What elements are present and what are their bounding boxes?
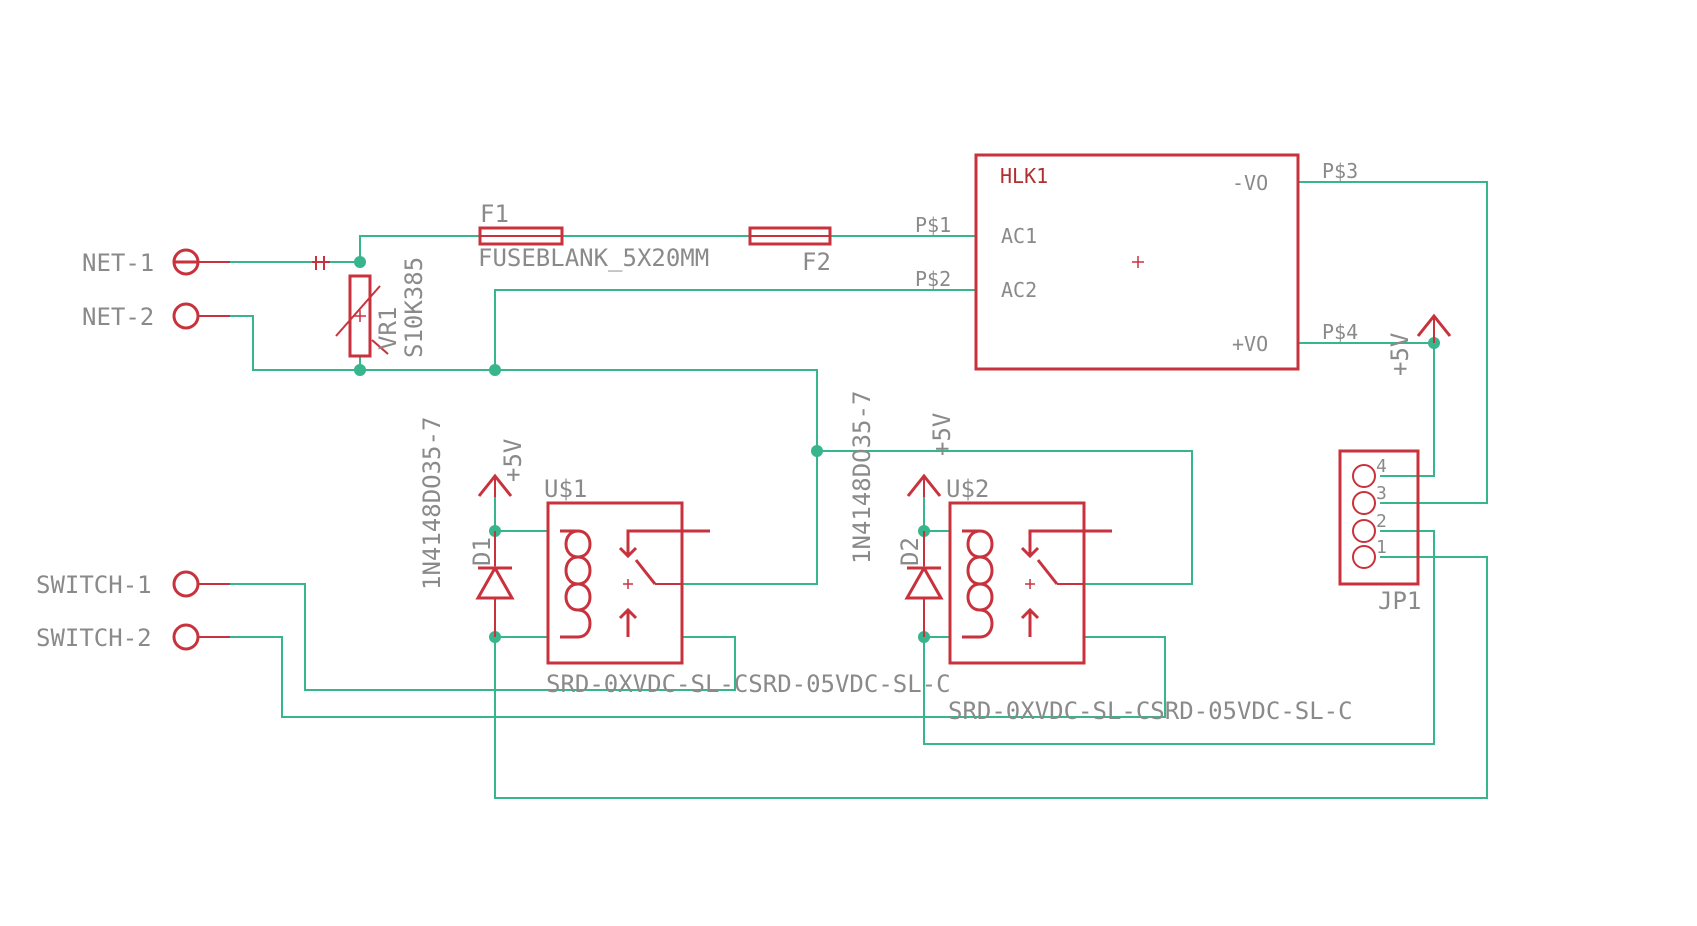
relay-name: U$1 xyxy=(544,475,587,503)
connector-net1[interactable]: NET-1 xyxy=(82,248,230,277)
fuse-name: F1 xyxy=(480,200,509,228)
wire-ac2 xyxy=(494,289,976,370)
wire-relay2-common xyxy=(817,450,1193,585)
header-pin xyxy=(1352,464,1376,488)
relay-value: SRD-0XVDC-SL-CSRD-05VDC-SL-C xyxy=(948,697,1353,725)
supply-5v-right: +5V xyxy=(1386,313,1452,376)
wire-d1-bottom xyxy=(494,604,548,638)
pad-p2: P$2 xyxy=(915,267,951,291)
terminal-circle xyxy=(172,570,200,598)
pad-p3: P$3 xyxy=(1322,159,1358,183)
supply-5v-d1: +5V xyxy=(477,439,527,497)
relay-armature xyxy=(1036,559,1059,585)
supply-5v-d2: +5V xyxy=(906,413,956,497)
header-pin-number: 4 xyxy=(1376,456,1387,477)
relay-arrow-icon xyxy=(618,607,638,620)
pad-p1: P$1 xyxy=(915,213,951,237)
diode-name: D2 xyxy=(896,537,924,566)
connector-switch2[interactable]: SWITCH-2 xyxy=(36,623,230,652)
junction-dot xyxy=(354,256,366,268)
wire-net2 xyxy=(230,315,360,371)
header-name: JP1 xyxy=(1378,587,1421,615)
diode-d2[interactable]: D2 1N4148DO35-7 xyxy=(848,391,944,637)
varistor-slash xyxy=(335,285,381,337)
wire-neutral-bus xyxy=(360,369,818,585)
junction-dot xyxy=(811,445,823,457)
header-pin xyxy=(1352,545,1376,569)
supply-label: +5V xyxy=(928,413,956,456)
terminal-circle xyxy=(172,302,200,330)
wire-vr1-f1 xyxy=(359,235,480,262)
header-pin xyxy=(1352,519,1376,543)
diode-d1[interactable]: D1 1N4148DO35-7 xyxy=(418,417,515,637)
header-jp1[interactable]: 4 3 2 1 JP1 xyxy=(1338,449,1421,615)
pin-vo-pos: +VO xyxy=(1232,332,1268,356)
varistor-name: VR1 xyxy=(374,307,402,350)
power-module-hlk1[interactable]: HLK1 -VO AC1 AC2 +VO P$1 P$2 P$3 P$4 xyxy=(915,153,1358,371)
module-body xyxy=(974,153,1300,371)
junction-dot xyxy=(489,364,501,376)
varistor-value: S10K385 xyxy=(400,257,428,358)
relay-arrow-icon xyxy=(618,546,638,559)
header-body xyxy=(1338,449,1420,586)
relay-arrow-icon xyxy=(1020,546,1040,559)
wire-jp1-pin1 xyxy=(494,556,1488,799)
header-pin xyxy=(1352,491,1376,515)
relay-nc-contact xyxy=(626,529,710,556)
varistor-tail xyxy=(371,339,389,355)
wire-d2-bottom xyxy=(923,604,950,638)
supply-label: +5V xyxy=(1386,333,1414,376)
relay-nc-contact xyxy=(1028,529,1112,556)
module-name: HLK1 xyxy=(1000,164,1048,188)
junction-dot xyxy=(354,364,366,376)
terminal-circle xyxy=(172,623,200,651)
wire-d1-top xyxy=(494,497,548,532)
relay-coil-icon xyxy=(560,529,592,639)
relay-coil-icon xyxy=(962,529,994,639)
relay-armature xyxy=(634,559,657,585)
connector-label: NET-2 xyxy=(82,303,154,331)
supply-label: +5V xyxy=(499,439,527,482)
fuse-name: F2 xyxy=(802,248,831,276)
wire-5v-jp1 xyxy=(1380,343,1435,477)
relay-u2[interactable]: U$2 SRD-0XVDC-SL-CSRD-05VDC-SL-C xyxy=(946,475,1353,725)
pin-vo-neg: -VO xyxy=(1232,171,1268,195)
pad-p4: P$4 xyxy=(1322,320,1358,344)
wire-switch1 xyxy=(230,583,736,691)
header-pin-number: 1 xyxy=(1376,537,1387,558)
varistor-vr1[interactable]: VR1 S10K385 xyxy=(312,256,428,358)
diode-value: 1N4148DO35-7 xyxy=(418,417,446,590)
connector-net2[interactable]: NET-2 xyxy=(82,302,230,331)
relay-u1[interactable]: U$1 SRD-0XVDC-SL-CSRD-05VDC-SL-C xyxy=(544,475,951,698)
wire-jp1-pin2 xyxy=(923,530,1435,745)
wire-switch2 xyxy=(230,636,1166,718)
connector-label: NET-1 xyxy=(82,249,154,277)
diode-value: 1N4148DO35-7 xyxy=(848,391,876,564)
relay-value: SRD-0XVDC-SL-CSRD-05VDC-SL-C xyxy=(546,670,951,698)
pin-ac1: AC1 xyxy=(1001,224,1037,248)
diode-name: D1 xyxy=(468,537,496,566)
pin-ac2: AC2 xyxy=(1001,278,1037,302)
diode-triangle xyxy=(904,564,944,600)
fuse-f1[interactable]: F1 FUSEBLANK_5X20MM xyxy=(478,200,709,272)
relay-arrow-icon xyxy=(1020,607,1040,620)
fuse-value: FUSEBLANK_5X20MM xyxy=(478,244,709,272)
relay-name: U$2 xyxy=(946,475,989,503)
diode-triangle xyxy=(475,564,515,600)
connector-switch1[interactable]: SWITCH-1 xyxy=(36,570,230,599)
connector-label: SWITCH-2 xyxy=(36,624,152,652)
connector-label: SWITCH-1 xyxy=(36,571,152,599)
header-pin-number: 2 xyxy=(1376,511,1387,532)
header-pin-number: 3 xyxy=(1376,483,1387,504)
varistor-body xyxy=(348,274,372,358)
wire-vo-neg xyxy=(1298,181,1488,504)
fuse-f2[interactable]: F2 xyxy=(748,226,832,276)
